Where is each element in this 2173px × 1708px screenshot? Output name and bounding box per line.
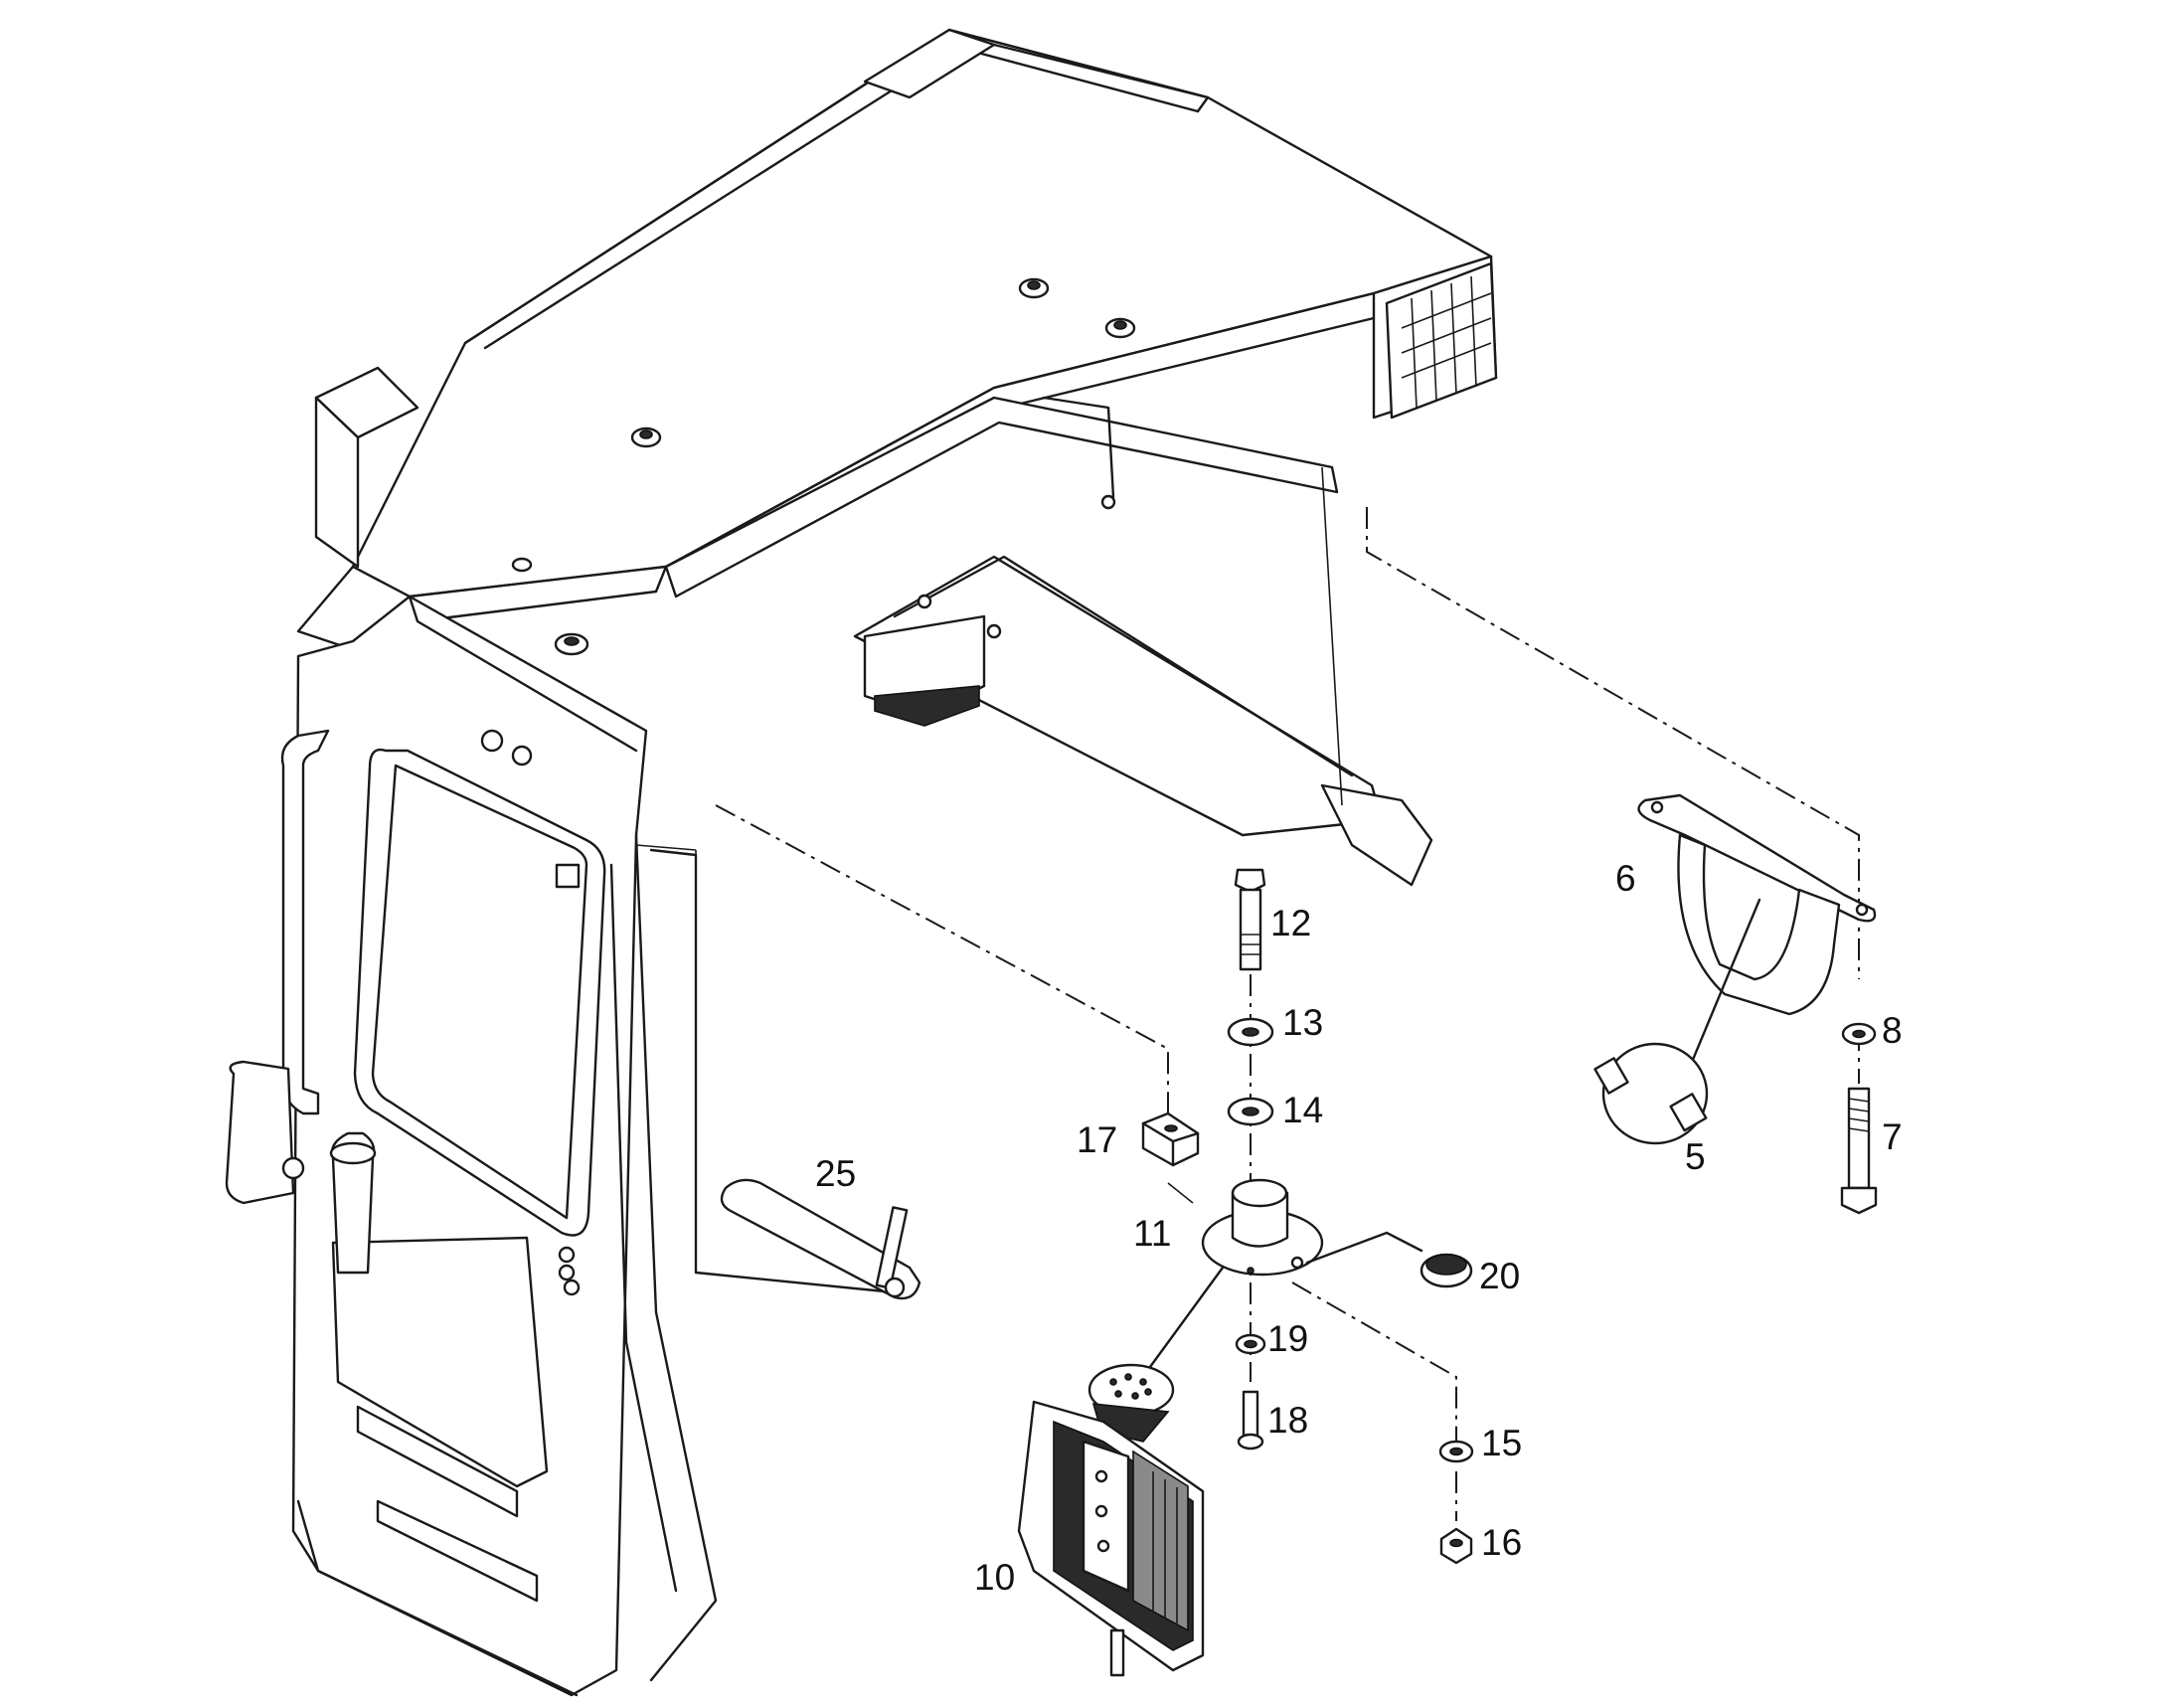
callout-14: 14 [1282,1090,1324,1130]
callout-15: 15 [1481,1423,1523,1463]
part-16-nut [1439,1527,1473,1565]
callout-20: 20 [1479,1256,1521,1296]
part-17-block [1141,1111,1200,1167]
part-25-arm [649,848,921,1300]
callout-11: 11 [1133,1213,1172,1254]
part-13-washer [1227,1017,1274,1047]
callout-18: 18 [1267,1400,1309,1441]
cab-roof-assembly [296,28,1498,887]
part-7-bolt [1840,1087,1878,1215]
cab-door-frame [225,595,718,1697]
part-15-washer [1438,1440,1474,1463]
part-14-washer [1227,1097,1274,1126]
part-11-base [1126,1178,1423,1399]
part-12-bolt [1234,868,1266,971]
callout-8: 8 [1882,1010,1903,1051]
callout-13: 13 [1282,1002,1324,1043]
part-10-lamp [1017,1363,1205,1677]
callout-6: 6 [1615,858,1636,899]
callout-10: 10 [974,1557,1016,1598]
part-6-bracket [1637,793,1877,1081]
callout-16: 16 [1481,1522,1523,1563]
part-20-grommet [1420,1253,1473,1288]
callout-5: 5 [1685,1136,1706,1177]
part-19-washer [1235,1333,1266,1355]
part-8-washer [1841,1022,1877,1046]
callout-25: 25 [815,1153,857,1194]
part-18-screw [1237,1390,1264,1451]
part-5-mirror [1593,1042,1709,1145]
callout-12: 12 [1270,903,1312,943]
callout-17: 17 [1077,1119,1118,1160]
callout-7: 7 [1882,1116,1903,1157]
callout-19: 19 [1267,1318,1309,1359]
